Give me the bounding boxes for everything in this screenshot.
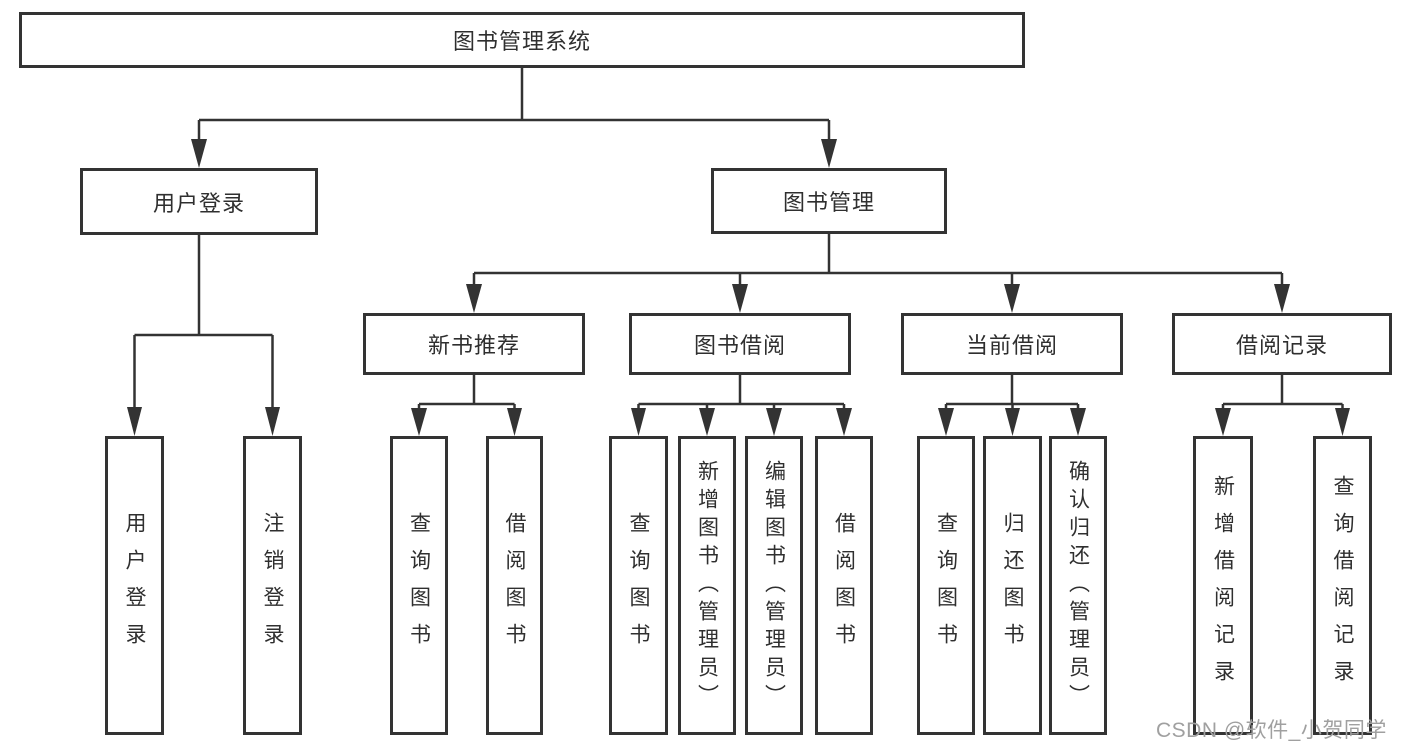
node-book-borrowing: 图书借阅: [629, 313, 851, 375]
node-label: 借阅记录: [1235, 333, 1328, 358]
node-label: 图书借阅: [693, 333, 786, 358]
leaf-label: 编辑图书（管理员）: [762, 459, 786, 712]
leaf-query-borrow-record: 查询借阅记录: [1313, 436, 1372, 735]
node-user-login: 用户登录: [80, 168, 318, 235]
leaf-confirm-return-admin: 确认归还（管理员）: [1049, 436, 1107, 735]
leaf-label: 查询借阅记录: [1331, 474, 1354, 697]
node-label: 图书管理系统: [452, 29, 591, 54]
leaf-label: 查询图书: [407, 511, 431, 660]
leaf-edit-books-admin: 编辑图书（管理员）: [745, 436, 803, 735]
node-book-management: 图书管理: [711, 168, 947, 234]
leaf-logout: 注销登录: [243, 436, 302, 735]
node-borrowing-records: 借阅记录: [1172, 313, 1392, 375]
node-library-management-system: 图书管理系统: [19, 12, 1025, 68]
leaf-add-books-admin: 新增图书（管理员）: [678, 436, 736, 735]
leaf-borrow-books: 借阅图书: [815, 436, 873, 735]
leaf-query-books: 查询图书: [390, 436, 448, 735]
leaf-label: 查询图书: [627, 511, 650, 660]
node-label: 用户登录: [152, 190, 245, 216]
node-current-borrowing: 当前借阅: [901, 313, 1123, 375]
leaf-label: 用户登录: [123, 511, 146, 660]
leaf-label: 借阅图书: [503, 511, 526, 660]
leaf-label: 确认归还（管理员）: [1066, 459, 1090, 712]
node-label: 当前借阅: [965, 333, 1058, 358]
leaf-label: 注销登录: [261, 511, 284, 660]
watermark-text: CSDN @软件_小贺同学: [1156, 719, 1387, 742]
leaf-label: 归还图书: [1001, 511, 1024, 660]
leaf-add-borrow-record: 新增借阅记录: [1193, 436, 1253, 735]
node-label: 图书管理: [782, 190, 875, 215]
leaf-query-books: 查询图书: [609, 436, 668, 735]
leaf-label: 借阅图书: [832, 511, 856, 660]
leaf-borrow-books: 借阅图书: [486, 436, 543, 735]
leaf-user-login: 用户登录: [105, 436, 164, 735]
leaf-label: 新增图书（管理员）: [695, 459, 719, 712]
leaf-query-books: 查询图书: [917, 436, 975, 735]
node-new-book-recommendation: 新书推荐: [363, 313, 585, 375]
leaf-return-books: 归还图书: [983, 436, 1042, 735]
leaf-label: 新增借阅记录: [1211, 474, 1235, 697]
leaf-label: 查询图书: [934, 511, 958, 660]
node-label: 新书推荐: [427, 333, 520, 358]
